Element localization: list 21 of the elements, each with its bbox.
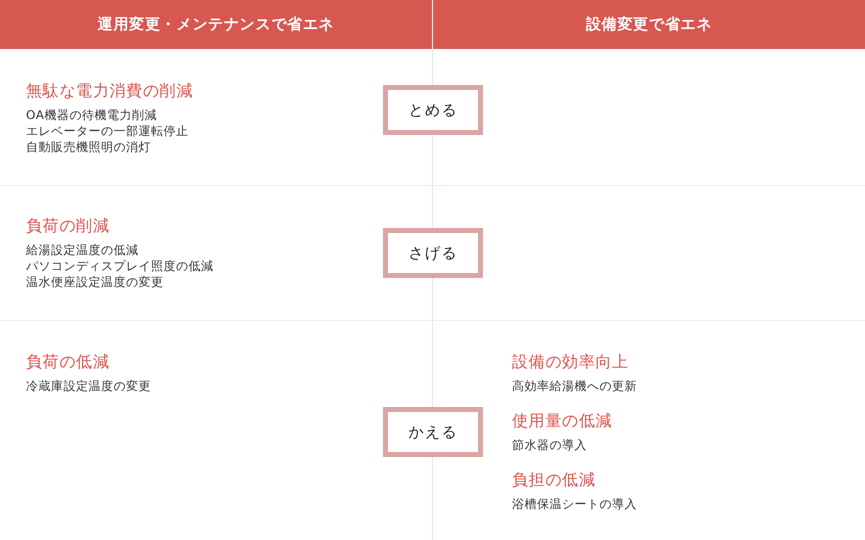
measure-item: 給湯設定温度の低減 [26, 242, 138, 258]
measure-item: 節水器の導入 [512, 437, 587, 453]
action-box: かえる [383, 407, 483, 457]
measure-item: パソコンディスプレイ照度の低減 [26, 258, 214, 274]
action-box: とめる [383, 85, 483, 135]
measure-item: 自動販売機照明の消灯 [26, 139, 151, 155]
category-heading: 無駄な電力消費の削減 [26, 81, 193, 101]
measure-item: 高効率給湯機への更新 [512, 378, 637, 394]
category-heading: 負荷の低減 [26, 352, 110, 372]
measure-item: エレベーターの一部運転停止 [26, 123, 188, 139]
category-heading: 負荷の削減 [26, 216, 110, 236]
category-heading: 負担の低減 [512, 470, 596, 490]
measure-item: 温水便座設定温度の変更 [26, 274, 164, 290]
column-header: 設備変更で省エネ [433, 0, 865, 49]
category-heading: 設備の効率向上 [512, 352, 629, 372]
column-header: 運用変更・メンテナンスで省エネ [0, 0, 432, 49]
category-heading: 使用量の低減 [512, 411, 612, 431]
measure-item: 浴槽保温シートの導入 [512, 496, 637, 512]
action-box: さげる [383, 228, 483, 278]
measure-item: 冷蔵庫設定温度の変更 [26, 378, 151, 394]
measure-item: OA機器の待機電力削減 [26, 107, 157, 123]
